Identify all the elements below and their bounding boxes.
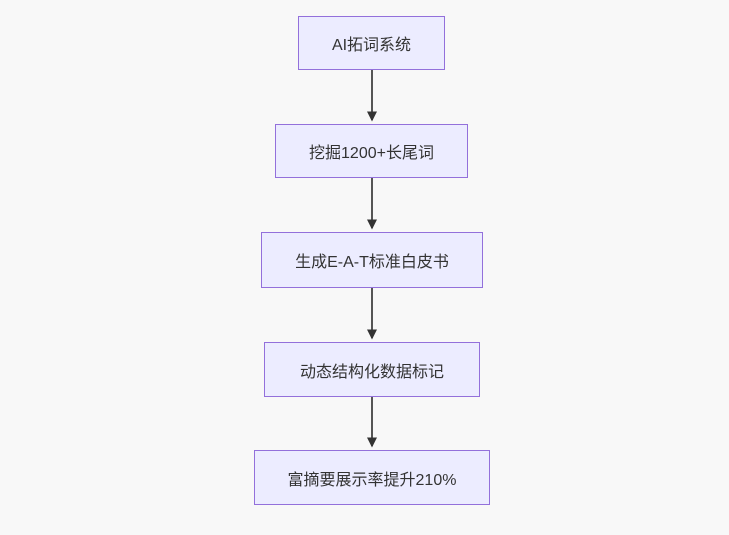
flow-node-ai-keyword-system: AI拓词系统 xyxy=(298,16,445,70)
flow-node-rich-snippet-uplift: 富摘要展示率提升210% xyxy=(254,450,490,505)
flow-node-eat-whitepaper: 生成E-A-T标准白皮书 xyxy=(261,232,483,288)
flow-node-longtail-mining: 挖掘1200+长尾词 xyxy=(275,124,468,178)
flow-node-structured-data-markup: 动态结构化数据标记 xyxy=(264,342,480,397)
